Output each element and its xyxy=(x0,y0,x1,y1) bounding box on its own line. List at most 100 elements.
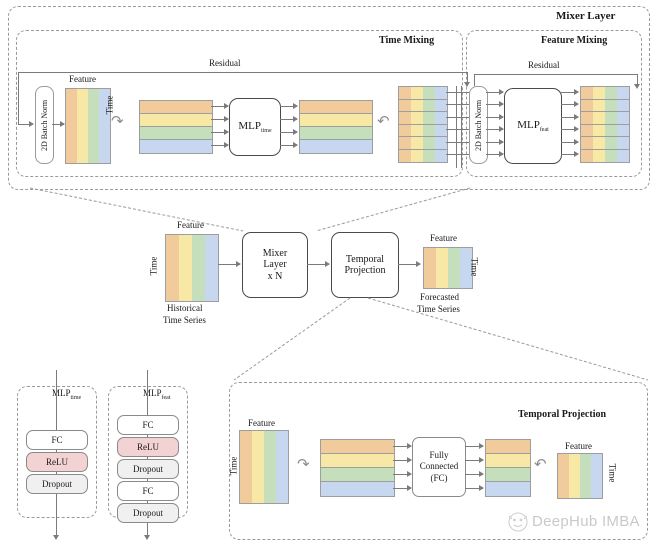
stripe-green xyxy=(192,235,205,301)
batchnorm-to-block-arrow xyxy=(60,121,65,127)
batch-norm-left-label: 2D Batch Norm xyxy=(40,99,50,151)
fm-in-line-3 xyxy=(486,129,503,130)
forecasted-caption-line1: Forecasted xyxy=(420,292,459,302)
tm-in-arrow-0 xyxy=(224,103,229,109)
fm-out-line-4 xyxy=(561,142,578,143)
fm-in-arrow-4 xyxy=(499,139,504,145)
mlp-time-layer-0: FC xyxy=(26,430,88,450)
tp-out-arrow-2 xyxy=(479,471,484,477)
tp-out-line-2 xyxy=(465,474,483,475)
tm-out-arrow-1 xyxy=(293,116,298,122)
fm-out-arrow-5 xyxy=(574,151,579,157)
batch-norm-right-label: 2D Batch Norm xyxy=(474,99,484,151)
mlp-feat-detail-axis-arrow xyxy=(144,535,150,540)
tm-in-line-0 xyxy=(211,106,228,107)
mlp-feat-box: MLPfeat xyxy=(504,88,562,164)
mlp-feat-detail-title-sub: feat xyxy=(161,394,171,401)
stripe-blue xyxy=(99,89,110,163)
mixed-block-row-0 xyxy=(398,86,448,101)
fm-out-arrow-3 xyxy=(574,126,579,132)
middle-line-3 xyxy=(398,264,420,265)
input-line-left xyxy=(18,124,30,125)
mlp-feat-layer-1: ReLU xyxy=(117,437,179,457)
fm-in-line-5 xyxy=(486,154,503,155)
zoom-connector-bottom xyxy=(233,297,649,381)
forecasted-caption-line2: Time Series xyxy=(417,304,460,314)
tp-in-arrow-3 xyxy=(407,485,412,491)
middle-arrow-2 xyxy=(325,261,330,267)
tm-in-line-3 xyxy=(211,145,228,146)
fm-in-line-4 xyxy=(486,142,503,143)
mlp-time-layer-2-label: Dropout xyxy=(42,479,72,489)
feature-label-top: Feature xyxy=(69,74,96,84)
residual-right-down-right xyxy=(637,74,638,86)
stripe-green xyxy=(580,454,591,498)
stripe-yellow xyxy=(252,431,264,503)
middle-arrow-3 xyxy=(416,261,421,267)
tp-time-label-in: Time xyxy=(228,456,239,476)
mixed-block-row-3 xyxy=(398,123,448,138)
input-feature-block-top xyxy=(65,88,111,164)
mixer-layer-outer-border xyxy=(8,6,650,190)
fm-out-arrow-4 xyxy=(574,139,579,145)
stripe-green xyxy=(264,431,276,503)
mlp-feat-detail-title-text: MLP xyxy=(143,388,162,398)
tm-in-arrow-2 xyxy=(224,129,229,135)
transpose-icon-3: ↷ xyxy=(297,457,310,473)
historical-time-series-block xyxy=(165,234,219,302)
time-mix-out-row-3 xyxy=(299,139,373,154)
mixer-box-line1: Mixer xyxy=(262,248,288,260)
mlp-time-detail-axis-arrow xyxy=(53,535,59,540)
stripe-orange xyxy=(66,89,77,163)
historical-caption-line2: Time Series xyxy=(163,315,206,325)
stripe-yellow xyxy=(179,235,192,301)
temporal-projection-box: Temporal Projection xyxy=(331,232,399,298)
tp-in-arrow-1 xyxy=(407,457,412,463)
fm-in-arrow-5 xyxy=(499,151,504,157)
transpose-icon-2: ↶ xyxy=(377,114,390,130)
temporal-projection-detail-title: Temporal Projection xyxy=(518,409,607,420)
historical-caption-line1: Historical xyxy=(167,303,203,313)
time-mix-in-row-3 xyxy=(139,139,213,154)
mlp-time-subscript: time xyxy=(260,127,272,134)
fm-bus-line-1 xyxy=(446,104,473,105)
tp-in-line-3 xyxy=(393,488,411,489)
mixer-layer-box: Mixer Layer x N xyxy=(242,232,308,298)
fm-out-line-0 xyxy=(561,92,578,93)
tm-in-arrow-3 xyxy=(224,142,229,148)
mixer-layer-title: Mixer Layer xyxy=(556,10,616,22)
mlp-feat-subscript: feat xyxy=(539,126,549,133)
residual-right-arrowhead xyxy=(634,84,640,89)
stripe-blue xyxy=(460,248,472,288)
mlp-time-layer-1: ReLU xyxy=(26,452,88,472)
fm-out-block-row-1 xyxy=(580,98,630,113)
fm-out-arrow-0 xyxy=(574,89,579,95)
forecasted-time-series-block xyxy=(423,247,473,289)
mlp-feat-detail-title: MLPfeat xyxy=(143,388,171,401)
mlp-time-layer-0-label: FC xyxy=(51,435,63,445)
stripe-orange xyxy=(558,454,569,498)
time-mixing-title: Time Mixing xyxy=(379,35,435,46)
feature-mixing-border xyxy=(466,30,642,177)
fm-out-line-1 xyxy=(561,104,578,105)
fm-out-block-row-5 xyxy=(580,148,630,163)
mixed-block-row-5 xyxy=(398,148,448,163)
fm-bus-vertical-b xyxy=(461,86,462,168)
tp-out-line-1 xyxy=(465,460,483,461)
residual-left-down-right xyxy=(467,72,468,84)
mlp-feat-layer-0-label: FC xyxy=(142,420,154,430)
fm-in-line-2 xyxy=(486,117,503,118)
tp-feature-label-out: Feature xyxy=(565,441,592,451)
middle-feature-label-in: Feature xyxy=(177,220,204,230)
tp-in-arrow-0 xyxy=(407,443,412,449)
middle-line-2 xyxy=(307,264,329,265)
stripe-blue xyxy=(205,235,218,301)
stripe-orange xyxy=(166,235,179,301)
fm-bus-line-0 xyxy=(446,92,473,93)
stripe-green xyxy=(88,89,99,163)
fm-out-line-2 xyxy=(561,117,578,118)
mlp-feat-layer-0: FC xyxy=(117,415,179,435)
stripe-orange xyxy=(424,248,436,288)
mixed-block-row-4 xyxy=(398,136,448,151)
fm-out-arrow-2 xyxy=(574,114,579,120)
